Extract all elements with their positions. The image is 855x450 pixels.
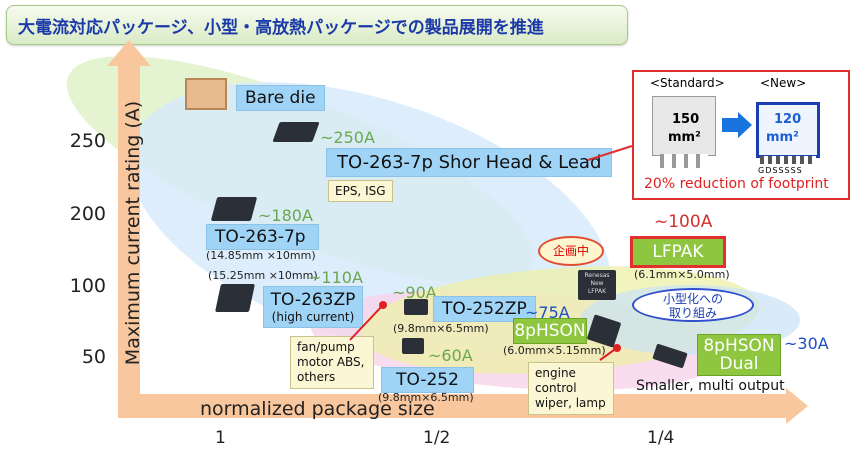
x-axis-arrowhead [786, 388, 808, 424]
fan-pump-line-2: motor ABS, [297, 355, 365, 369]
bare-die-label: Bare die [236, 85, 325, 111]
to252zp-amp: ~90A [392, 283, 437, 302]
new-package-pins [760, 156, 816, 164]
chip-marking-3: LFPAK [587, 288, 607, 295]
to263-7p-amp: ~180A [258, 206, 313, 225]
arrow-right-icon [722, 118, 740, 132]
standard-package-pins [660, 154, 708, 168]
planning-text: 企画中 [552, 244, 589, 258]
hson8p-label: 8pHSON [513, 318, 587, 344]
x-tick-quarter: 1/4 [647, 428, 675, 448]
fan-pump-line-1: fan/pump [297, 340, 355, 354]
to252zp-dim: (9.8mm×6.5mm) [393, 322, 489, 335]
miniaturize-line-2: 取り組み [668, 306, 717, 320]
hson8p-amp: ~75A [525, 303, 570, 322]
engine-note: engine control wiper, lamp [528, 362, 614, 415]
y-axis-bar [118, 60, 140, 410]
to263zp-amp: ~110A [308, 268, 363, 287]
fan-pump-line-3: others [297, 370, 336, 384]
inset-new-label: <New> [760, 76, 807, 90]
arrow-right-head-icon [738, 112, 752, 138]
chip-marking-1: Renesas [584, 272, 610, 279]
inset-new-value: 120 [774, 112, 802, 127]
inset-standard-unit: mm² [668, 130, 701, 145]
to263-7p-shor-amp: ~250A [320, 128, 375, 147]
y-tick-50: 50 [81, 346, 106, 368]
to252-dim: (9.8mm×6.5mm) [378, 391, 474, 404]
hson8p-dual-label-box: 8pHSON Dual [697, 334, 781, 376]
x-axis-bar [118, 394, 790, 418]
bare-die-image [185, 78, 227, 110]
miniaturize-line-1: 小型化への [662, 292, 723, 306]
to263zp-dim: (15.25mm ×10mm) [208, 269, 318, 282]
page-title: 大電流対応パッケージ、小型・高放熱パッケージでの製品展開を推進 [18, 18, 544, 38]
y-tick-100: 100 [69, 275, 106, 297]
fan-pump-note: fan/pump motor ABS, others [290, 336, 374, 389]
hson8p-dual-label-2: Dual [719, 354, 759, 374]
to252zp-chip-image [404, 299, 428, 315]
x-axis-label: normalized package size [200, 398, 435, 420]
footprint-inset: <Standard> <New> 150 mm² 120 mm² GDSSSSS… [632, 70, 850, 200]
standard-package-image [652, 96, 716, 156]
inset-standard-value: 150 [672, 112, 700, 127]
to263zp-label: TO-263ZP [270, 290, 356, 310]
to263zp-sub: (high current) [271, 310, 355, 324]
inset-new-unit: mm² [766, 130, 799, 145]
to252-chip-image [402, 338, 424, 354]
to252-amp: ~60A [428, 346, 473, 365]
lfpak-amp: ~100A [654, 212, 713, 232]
title-banner [6, 5, 628, 45]
engine-line-1: engine control [535, 366, 577, 395]
to263zp-label-box: TO-263ZP (high current) [263, 286, 363, 328]
miniaturize-bubble: 小型化への 取り組み [632, 288, 754, 322]
inset-standard-label: <Standard> [650, 76, 725, 90]
to263-7p-dim: (14.85mm ×10mm) [206, 249, 316, 262]
lfpak-new-chip-image: Renesas New LFPAK [578, 270, 616, 300]
to263-7p-shor-label: TO-263-7p Shor Head & Lead [326, 148, 613, 177]
x-tick-half: 1/2 [423, 428, 451, 448]
hson8p-dual-amp: ~30A [784, 334, 829, 353]
engine-line-2: wiper, lamp [535, 396, 606, 410]
planning-bubble: 企画中 [538, 236, 604, 266]
chip-marking-2: New [590, 280, 604, 287]
to263-7p-shor-note: EPS, ISG [328, 180, 393, 202]
to263-7p-label: TO-263-7p [206, 224, 319, 250]
x-tick-1: 1 [215, 428, 226, 448]
to252-label: TO-252 [381, 367, 474, 393]
y-tick-200: 200 [69, 203, 106, 225]
inset-caption: 20% reduction of footprint [644, 176, 829, 192]
hson8p-dual-label-1: 8pHSON [703, 336, 775, 356]
lfpak-dim: (6.1mm×5.0mm) [634, 268, 730, 281]
lfpak-label: LFPAK [630, 236, 726, 268]
hson8p-dim: (6.0mm×5.15mm) [503, 344, 606, 357]
y-tick-250: 250 [69, 130, 106, 152]
inset-pins-label: GDSSSSS [758, 166, 803, 175]
smaller-note: Smaller, multi output [636, 378, 785, 394]
to252zp-label: TO-252ZP [433, 296, 536, 322]
